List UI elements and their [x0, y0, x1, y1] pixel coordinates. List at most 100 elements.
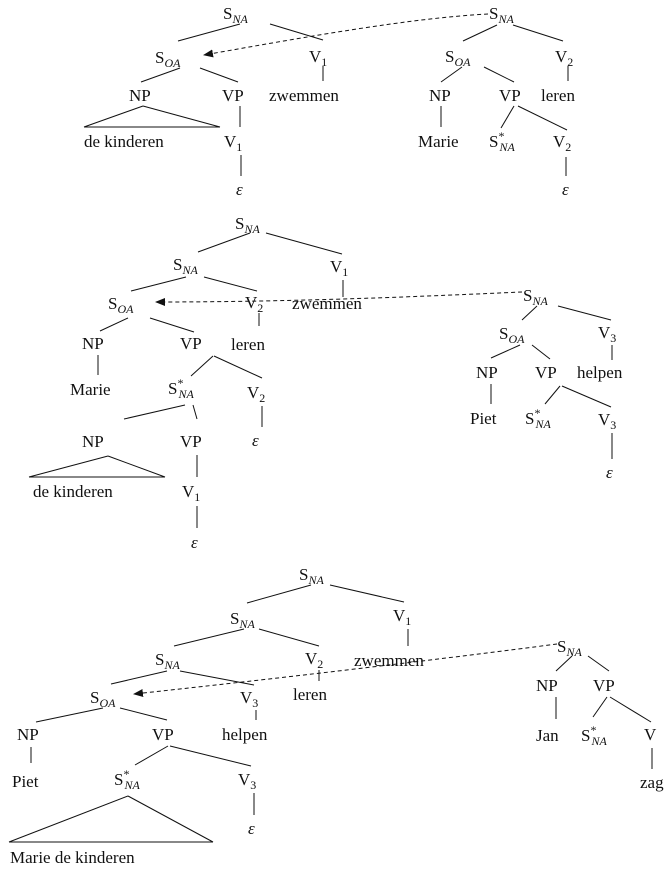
- node-s-na-star: S*NA: [168, 376, 194, 401]
- edge: [127, 795, 214, 843]
- edge: [329, 584, 405, 603]
- word-zwemmen: zwemmen: [269, 86, 339, 105]
- node-s-na-star: S*NA: [489, 129, 515, 154]
- edge: [246, 584, 312, 604]
- node-v1: V1: [309, 47, 327, 69]
- edge: [192, 404, 198, 420]
- edge: [177, 23, 241, 42]
- edge: [134, 745, 169, 766]
- adjunction-arrow: [155, 291, 523, 306]
- edge: [197, 232, 251, 253]
- adjunction-arrow: [133, 643, 558, 698]
- adjunction-arrow: [203, 13, 489, 58]
- word-de-kinderen: de kinderen: [84, 132, 164, 151]
- node-vp: VP: [593, 676, 615, 695]
- edge: [531, 344, 551, 360]
- node-s-na: SNA: [523, 286, 548, 308]
- edge: [123, 404, 186, 420]
- edge: [140, 67, 181, 83]
- epsilon: ε: [236, 180, 243, 199]
- node-s-na: SNA: [230, 609, 255, 631]
- edge: [213, 355, 263, 379]
- edge: [269, 23, 324, 41]
- node-v1: V1: [393, 606, 411, 628]
- node-s-na: SNA: [173, 255, 198, 277]
- tree-3: SNA SNA V1 SOA V2 zwemmen NP VP leren Ma…: [28, 214, 362, 552]
- edge: [521, 305, 538, 321]
- edge: [142, 105, 221, 128]
- word-zag: zag: [640, 773, 664, 792]
- epsilon: ε: [248, 819, 255, 838]
- node-vp: VP: [499, 86, 521, 105]
- node-vp: VP: [152, 725, 174, 744]
- edge: [190, 355, 214, 377]
- edge: [544, 385, 561, 405]
- node-s-na: SNA: [557, 637, 582, 659]
- edge: [557, 305, 612, 321]
- node-vp: VP: [180, 334, 202, 353]
- node-np: NP: [82, 432, 104, 451]
- edge: [490, 344, 521, 359]
- edge: [119, 707, 168, 721]
- edge: [561, 385, 612, 408]
- epsilon: ε: [562, 180, 569, 199]
- word-leren: leren: [293, 685, 327, 704]
- node-v: V: [644, 725, 657, 744]
- tree-6: SNA NP VP Jan S*NA V zag: [536, 637, 664, 792]
- edge: [130, 276, 187, 292]
- node-v1-foot: V1: [182, 482, 200, 504]
- node-v3-foot: V3: [238, 770, 256, 792]
- node-v2-foot: V2: [247, 383, 265, 405]
- node-v3: V3: [240, 688, 258, 710]
- node-np: NP: [82, 334, 104, 353]
- node-v3: V3: [598, 323, 616, 345]
- word-zwemmen: zwemmen: [292, 294, 362, 313]
- edge: [199, 67, 239, 83]
- edge: [265, 232, 343, 255]
- word-helpen: helpen: [222, 725, 268, 744]
- node-vp: VP: [222, 86, 244, 105]
- word-zwemmen: zwemmen: [354, 651, 424, 670]
- node-s-oa: SOA: [445, 47, 471, 69]
- node-v1: V1: [330, 257, 348, 279]
- edge: [512, 24, 564, 42]
- edge: [107, 455, 166, 478]
- word-marie-de-kinderen: Marie de kinderen: [10, 848, 135, 867]
- edge: [8, 795, 129, 843]
- node-s-na: SNA: [299, 565, 324, 587]
- edge: [517, 105, 568, 131]
- node-s-na: SNA: [223, 4, 248, 26]
- node-s-na: SNA: [235, 214, 260, 236]
- node-np: NP: [476, 363, 498, 382]
- edge: [35, 707, 104, 723]
- edge: [592, 696, 608, 718]
- edge: [258, 628, 320, 647]
- tree-5: SNA SNA V1 SNA V2 zwemmen SOA V3 leren N…: [8, 565, 424, 867]
- edge: [149, 317, 195, 333]
- node-s-oa: SOA: [155, 48, 181, 70]
- word-piet: Piet: [12, 772, 39, 791]
- word-jan: Jan: [536, 726, 559, 745]
- edge: [179, 670, 255, 686]
- node-s-na-star: S*NA: [114, 767, 140, 792]
- word-marie: Marie: [70, 380, 111, 399]
- node-s-oa: SOA: [108, 294, 134, 316]
- node-np: NP: [129, 86, 151, 105]
- tree-1: SNA SOA V1 NP VP zwemmen de kinderen V1 …: [83, 4, 339, 199]
- node-s-na-star: S*NA: [581, 723, 607, 748]
- word-leren: leren: [231, 335, 265, 354]
- node-np: NP: [17, 725, 39, 744]
- edge: [83, 105, 144, 128]
- node-v2: V2: [555, 47, 573, 69]
- edge: [609, 696, 652, 723]
- word-leren: leren: [541, 86, 575, 105]
- edge: [110, 670, 168, 685]
- node-np: NP: [429, 86, 451, 105]
- tree-4: SNA SOA V3 NP VP helpen Piet S*NA V3 ε: [470, 286, 623, 482]
- edge: [500, 105, 515, 129]
- epsilon: ε: [191, 533, 198, 552]
- word-marie: Marie: [418, 132, 459, 151]
- word-de-kinderen: de kinderen: [33, 482, 113, 501]
- node-v2: V2: [245, 293, 263, 315]
